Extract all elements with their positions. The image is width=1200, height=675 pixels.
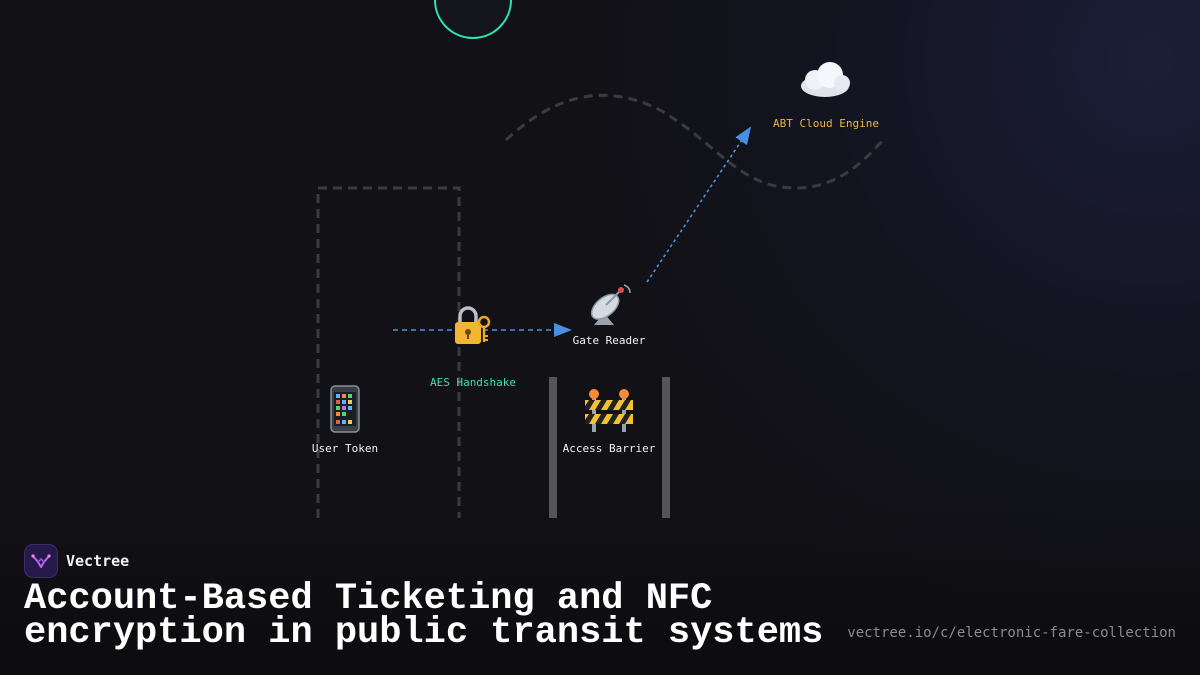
satellite-dish-icon	[590, 284, 631, 325]
vectree-logo-icon	[24, 544, 58, 578]
aes-handshake-label: AES Handshake	[429, 376, 517, 389]
dashed-wave-curve	[504, 93, 885, 190]
dashed-enclosure	[316, 186, 461, 518]
source-url[interactable]: vectree.io/c/electronic-fare-collection	[847, 625, 1176, 641]
cloud-icon	[801, 62, 850, 97]
cloud-uplink-arrow	[646, 126, 752, 283]
brand: Vectree	[24, 544, 129, 578]
access-barrier-label: Access Barrier	[562, 442, 656, 455]
top-teal-ring	[434, 0, 512, 39]
barrier-post-right	[662, 377, 670, 518]
barrier-post-left	[549, 377, 557, 518]
user-token-label: User Token	[311, 442, 379, 455]
gate-reader-label: Gate Reader	[572, 334, 646, 347]
cloud-engine-label: ABT Cloud Engine	[773, 117, 879, 130]
lock-with-key-icon	[455, 306, 491, 344]
page-title: Account-Based Ticketing and NFC encrypti…	[24, 578, 824, 654]
construction-barrier-icon	[585, 389, 633, 432]
brand-name: Vectree	[66, 552, 130, 570]
mobile-phone-icon	[330, 385, 360, 433]
